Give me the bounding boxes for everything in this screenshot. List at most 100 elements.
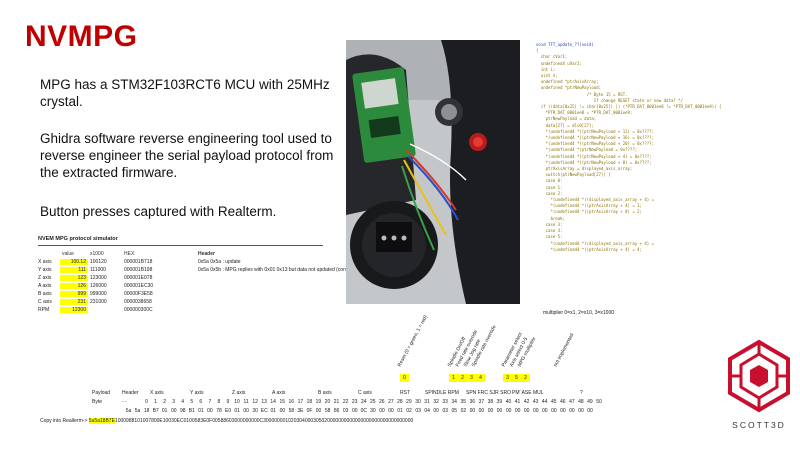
byte-index: 9 <box>226 399 230 405</box>
copy-label: Copy into Realterm-> <box>40 418 88 424</box>
byte-value: EC <box>260 408 268 414</box>
byte-value: 01 <box>234 408 240 414</box>
code-line: case 1: <box>536 184 563 190</box>
byte-value: 00 <box>505 408 512 414</box>
value-cell[interactable]: 231 <box>60 299 88 305</box>
column-value: value <box>62 251 74 257</box>
byte-value: 04 <box>424 408 430 414</box>
value-cell[interactable]: 123 <box>60 275 88 281</box>
byte-value: 00 <box>388 408 394 414</box>
byte-index: 20 <box>324 399 331 405</box>
flag-byte-3: 3 <box>467 374 476 382</box>
byte-index: 2 <box>163 399 166 405</box>
axis-label: B axis <box>38 291 52 297</box>
x1000-cell: 100120 <box>90 259 107 265</box>
code-line: *(undefined4 *)(ptrNewPayload + 8) = 0x?… <box>536 159 652 165</box>
value-cell[interactable]: 12300 <box>60 307 88 313</box>
byte-index: 33 <box>442 399 448 405</box>
code-line: undefined4 uVar2; <box>536 60 582 66</box>
value-cell[interactable]: 100.12 <box>60 259 88 265</box>
byte-index: 0 <box>145 399 148 405</box>
code-line: char cVar1; <box>536 54 568 60</box>
header-note-check: 0x5a 0x5b : MPG replies with 0x01 0x13 b… <box>198 267 381 273</box>
hex-cell: 000000300C <box>124 307 153 313</box>
axis-label: Z axis <box>38 275 52 281</box>
code-line: *(undefined4 *)(ptrNewPayload + 12) = 0x… <box>536 128 655 134</box>
byte-value: 03 <box>415 408 421 414</box>
byte-index: 24 <box>360 399 367 405</box>
byte-index: 10 <box>234 399 240 405</box>
byte-value: 3E <box>297 408 304 414</box>
byte-index: 14 <box>270 399 276 405</box>
z-axis-label: Z axis <box>232 390 246 396</box>
code-line: undefined *ptrAxisArray; <box>536 79 599 85</box>
byte-index: 11 <box>243 399 249 405</box>
y-axis-label: Y axis <box>190 390 204 396</box>
byte-index: 29 <box>406 399 412 405</box>
header-label: Header <box>122 390 139 396</box>
value-cell[interactable]: 999 <box>60 291 88 297</box>
c-axis-label: C axis <box>358 390 372 396</box>
byte-value: 00 <box>551 408 557 414</box>
byte-value: 00 <box>587 408 593 414</box>
byte-value: 01 <box>161 408 168 414</box>
byte-value: 00 <box>532 408 539 414</box>
byte-index: 27 <box>388 399 394 405</box>
simulator-title: NVEM MPG protocol simulator <box>38 236 118 242</box>
x1000-cell: 126000 <box>90 283 107 289</box>
byte-value: B1 <box>188 408 195 414</box>
byte-value: 86 <box>333 408 340 414</box>
axis-label: X axis <box>38 259 52 265</box>
x1000-cell: 999000 <box>90 291 107 297</box>
byte-value: 00 <box>578 408 584 414</box>
flag-byte-7: 2 <box>521 374 530 382</box>
value-cell[interactable]: 126 <box>60 283 88 289</box>
byte-index: 1 <box>154 399 157 405</box>
byte-value: 01 <box>397 408 403 414</box>
code-line: case 3: <box>536 221 563 227</box>
byte-index: 7 <box>208 399 212 405</box>
unknown-label: ? <box>580 390 583 396</box>
label-reset: Reset (0 = green, 1 = red) <box>396 314 430 368</box>
bullet-mcu: MPG has a STM32F103RCT6 MCU with 25MHz c… <box>40 77 330 109</box>
byte-index: 37 <box>478 399 485 405</box>
axis-label: A axis <box>38 283 52 289</box>
x1000-cell: 231000 <box>90 299 107 305</box>
byte-index: 25 <box>369 399 376 405</box>
code-line: break; <box>536 215 565 221</box>
bullet-ghidra: Ghidra software reverse engineering tool… <box>40 131 334 180</box>
value-cell[interactable]: 111 <box>60 267 88 273</box>
byte-index: 5 <box>190 399 194 405</box>
flag-byte-1: 1 <box>449 374 458 382</box>
byte-value: 00 <box>523 408 530 414</box>
byte-value: 00 <box>379 408 385 414</box>
byte-index: 12 <box>252 399 258 405</box>
payload-labels-row: Payload Header X axis Y axis Z axis A ax… <box>0 390 800 398</box>
byte-index: 42 <box>523 399 530 405</box>
code-line: case 5: <box>536 234 563 240</box>
byte-value: 00 <box>433 408 439 414</box>
bullet-realterm: Button presses captured with Realterm. <box>40 204 277 219</box>
realterm-copy-line: Copy into Realterm-> 5a5a18B7E1000988101… <box>40 418 413 424</box>
hex-cell: 000001B718 <box>124 259 153 265</box>
code-line: *(undefined4 *)(displayed_axis_array + 4… <box>536 240 655 246</box>
flag-byte-6: 5 <box>512 374 521 382</box>
flag-byte-2: 2 <box>458 374 467 382</box>
byte-index: 32 <box>433 399 439 405</box>
byte-value: 00 <box>469 408 476 414</box>
code-line: *(undefined4 *)(ptrAxisArray + 4) = 1; <box>536 203 642 209</box>
byte-index: 17 <box>297 399 304 405</box>
byte-value: 00 <box>207 408 213 414</box>
spindle-rpm-label: SPINDLE RPM <box>425 390 459 396</box>
copy-hex-string[interactable]: 1000988101007800E10030EC0100583E0F005886… <box>114 418 414 424</box>
byte-value: 18 <box>143 408 150 414</box>
hex-cell: 00000F3E58 <box>124 291 153 297</box>
axis-label: C axis <box>38 299 52 305</box>
flag-reset: 0 <box>400 374 409 382</box>
code-line: *(undefined4 *)ptrNewPayload = 0x????; <box>536 147 638 153</box>
column-hex: HEX <box>124 251 135 257</box>
code-line: If change RESET state or new data? */ <box>536 97 683 103</box>
copy-highlight[interactable]: 5a5a18B7E <box>88 418 115 424</box>
byte-index: 39 <box>496 399 503 405</box>
